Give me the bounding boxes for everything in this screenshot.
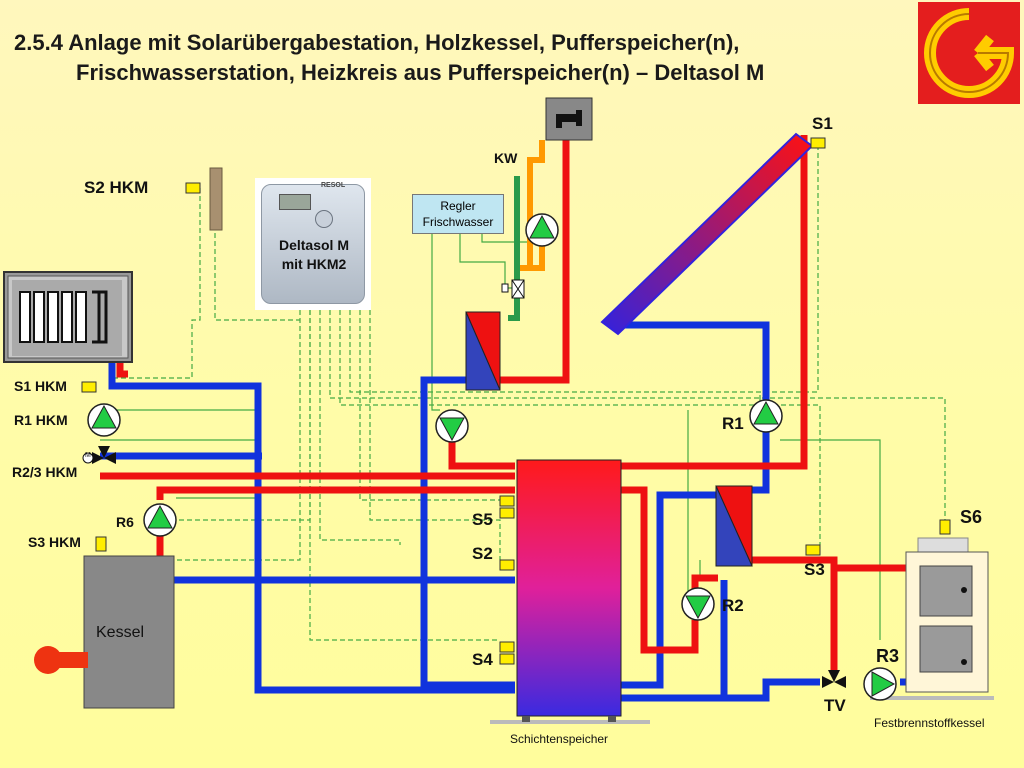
label-s1: S1 [812, 114, 833, 133]
solid-fuel-boiler [870, 537, 994, 700]
label-r2-3-hkm: R2/3 HKM [12, 464, 78, 480]
pump-exchanger-icon [435, 409, 469, 443]
heat-exchanger-fresh-water [465, 311, 501, 391]
sensor-s4-lower [499, 653, 515, 665]
label-festbrennstoffkessel: Festbrennstoffkessel [874, 716, 985, 730]
controller-brand: RESOL [321, 182, 346, 189]
controller-knob-icon [315, 210, 333, 228]
tank-foot-left [522, 716, 530, 722]
flow-pipes [100, 135, 910, 670]
pump-r3-icon [863, 667, 897, 701]
sensor-s1 [810, 137, 826, 149]
pump-fresh-water-icon [525, 213, 559, 247]
label-s2-hkm: S2 HKM [84, 178, 149, 197]
label-kw: KW [494, 150, 518, 166]
sensor-s6 [939, 519, 951, 535]
label-r1: R1 [722, 414, 744, 433]
sensor-s3-hkm [95, 536, 107, 552]
label-s4: S4 [472, 650, 493, 669]
logo-mark-icon [924, 8, 1015, 98]
label-r3: R3 [876, 646, 900, 666]
deltasol-controller: RESOL Deltasol M mit HKM2 [255, 178, 371, 310]
tap-icon [545, 97, 593, 141]
regler-line-2: Frischwasser [422, 215, 494, 229]
flow-sensor-icon [501, 279, 525, 299]
label-schichtenspeicher: Schichtenspeicher [510, 732, 609, 746]
sensor-s2 [499, 559, 515, 571]
title-line-2: Frischwasserstation, Heizkreis aus Puffe… [76, 60, 765, 85]
label-motor: M [85, 452, 91, 459]
buffer-tank-stand [490, 720, 650, 724]
label-s3: S3 [804, 560, 825, 579]
sensor-s4-upper [499, 641, 515, 653]
pump-r6-icon [143, 503, 177, 537]
regler-line-1: Regler [440, 199, 476, 213]
label-s1-hkm: S1 HKM [14, 378, 67, 394]
sensor-s5-lower [499, 507, 515, 519]
page-title: 2.5.4 Anlage mit Solarübergabestation, H… [14, 28, 764, 88]
label-s2: S2 [472, 544, 493, 563]
controller-display [279, 194, 311, 210]
controller-housing [261, 184, 365, 304]
controller-label: Deltasol M mit HKM2 [263, 236, 365, 274]
sensor-s5-upper [499, 495, 515, 507]
label-r6: R6 [116, 514, 134, 530]
company-logo [918, 2, 1020, 104]
controller-label-line-1: Deltasol M [278, 237, 349, 253]
label-r2: R2 [722, 596, 744, 615]
mixing-valve-icon [82, 446, 116, 464]
buffer-tank [516, 459, 622, 717]
regler-frischwasser-box: Regler Frischwasser [412, 194, 504, 234]
radiator-icon [3, 271, 133, 363]
label-s6: S6 [960, 507, 983, 527]
label-s3-hkm: S3 HKM [28, 534, 81, 550]
sensor-s2-hkm [185, 182, 201, 194]
tank-foot-right [608, 716, 616, 722]
controller-label-line-2: mit HKM2 [281, 256, 347, 272]
pump-r1-hkm-icon [87, 403, 121, 437]
boiler-label: Kessel [96, 624, 145, 641]
outdoor-sensor-wall [209, 167, 223, 231]
solar-collector [600, 132, 814, 336]
burner-icon [34, 646, 88, 674]
pump-r1-icon [749, 399, 783, 433]
title-line-1: 2.5.4 Anlage mit Solarübergabestation, H… [14, 30, 740, 55]
sensor-s3 [805, 544, 821, 556]
label-s5: S5 [472, 510, 493, 529]
boiler [83, 555, 175, 709]
three-way-valve-tv-icon [822, 670, 846, 688]
label-tv: TV [824, 696, 846, 715]
heat-exchanger-solar [715, 485, 753, 567]
sensor-s1-hkm [81, 381, 97, 393]
pump-r2-icon [681, 587, 715, 621]
signal-wiring-solid [100, 234, 881, 640]
label-r1-hkm: R1 HKM [14, 412, 68, 428]
